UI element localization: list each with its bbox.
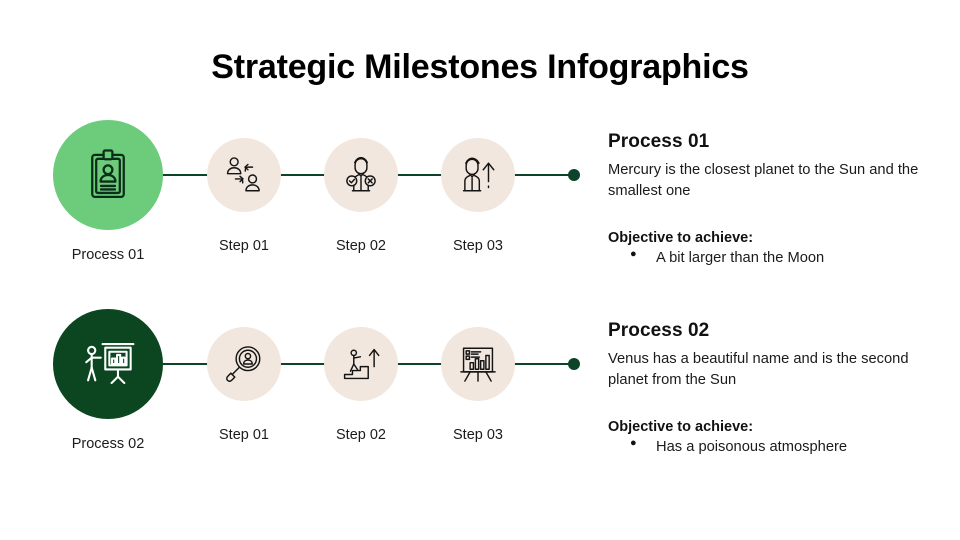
milestone-bubble-process-01[interactable] <box>53 120 163 230</box>
list-item: Has a poisonous atmosphere <box>630 436 930 458</box>
step-bubble-2-2[interactable] <box>324 327 398 401</box>
milestone-label: Process 01 <box>71 247 145 263</box>
panel-objective-list: A bit larger than the Moon <box>608 247 930 269</box>
step-node-1-3[interactable]: Step 03 <box>403 120 553 254</box>
milestone-label: Process 02 <box>71 436 145 452</box>
panel-heading: Process 01 <box>608 131 710 152</box>
step-label: Step 02 <box>336 238 386 254</box>
page-title: Strategic Milestones Infographics <box>211 48 749 86</box>
connector-end-dot-2 <box>568 358 580 370</box>
milestone-node-process-02[interactable]: Process 02 <box>28 309 188 452</box>
process-panel-1: Process 01 Mercury is the closest planet… <box>608 131 930 269</box>
panel-objective-title: Objective to achieve: <box>608 418 754 435</box>
process-panel-2: Process 02 Venus has a beautiful name an… <box>608 320 930 458</box>
panel-objective-title: Objective to achieve: <box>608 229 754 246</box>
step-node-2-3[interactable]: Step 03 <box>403 309 553 443</box>
step-bubble-1-1[interactable] <box>207 138 281 212</box>
step-bubble-1-3[interactable] <box>441 138 515 212</box>
people-exchange-icon <box>223 154 265 196</box>
panel-heading: Process 02 <box>608 320 710 341</box>
step-bubble-2-1[interactable] <box>207 327 281 401</box>
step-label: Step 01 <box>219 238 269 254</box>
panel-description: Venus has a beautiful name and is the se… <box>608 351 909 388</box>
easel-bar-chart-icon <box>457 343 499 385</box>
step-label: Step 02 <box>336 427 386 443</box>
connector-end-dot-1 <box>568 169 580 181</box>
panel-objective-list: Has a poisonous atmosphere <box>608 436 930 458</box>
id-badge-clipboard-icon <box>80 147 136 203</box>
presenter-board-chart-icon <box>79 335 137 393</box>
milestone-bubble-process-02[interactable] <box>53 309 163 419</box>
step-label: Step 03 <box>453 238 503 254</box>
process-row-1: Process 01 Step 01 <box>0 120 960 320</box>
milestone-node-process-01[interactable]: Process 01 <box>28 120 188 263</box>
step-node-2-2[interactable]: Step 02 <box>286 309 436 443</box>
step-label: Step 01 <box>219 427 269 443</box>
panel-description: Mercury is the closest planet to the Sun… <box>608 162 919 199</box>
process-row-2: Process 02 Step 01 <box>0 309 960 509</box>
stairs-climb-arrow-icon <box>340 343 382 385</box>
step-node-2-1[interactable]: Step 01 <box>169 309 319 443</box>
step-node-1-1[interactable]: Step 01 <box>169 120 319 254</box>
person-growth-arrow-icon <box>457 154 499 196</box>
step-bubble-2-3[interactable] <box>441 327 515 401</box>
step-label: Step 03 <box>453 427 503 443</box>
list-item: A bit larger than the Moon <box>630 247 930 269</box>
step-bubble-1-2[interactable] <box>324 138 398 212</box>
magnifier-person-icon <box>223 343 265 385</box>
step-node-1-2[interactable]: Step 02 <box>286 120 436 254</box>
person-check-cross-icon <box>340 154 382 196</box>
